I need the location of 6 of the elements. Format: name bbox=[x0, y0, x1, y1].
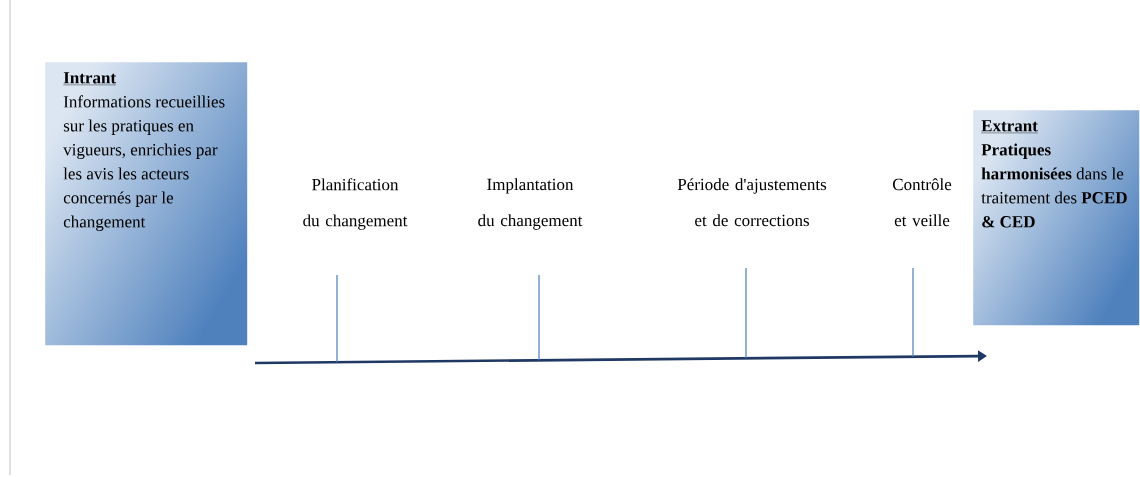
phase-label: Planification du changement bbox=[303, 178, 408, 230]
input-output-box: Extrant Pratiques harmonisées dans le traitement des PCED & CED bbox=[981, 120, 1127, 228]
phase-label: Contrôle et veille bbox=[892, 178, 952, 227]
input-output-box: Intrant Informations recueillies sur les pratiques en vigueurs, enrichies par les avis les acteurs concernés par le changement bbox=[63, 72, 225, 231]
phase-label: Implantation du changement bbox=[478, 178, 583, 230]
phase-label: Période d'ajustements et de corrections bbox=[677, 178, 827, 227]
